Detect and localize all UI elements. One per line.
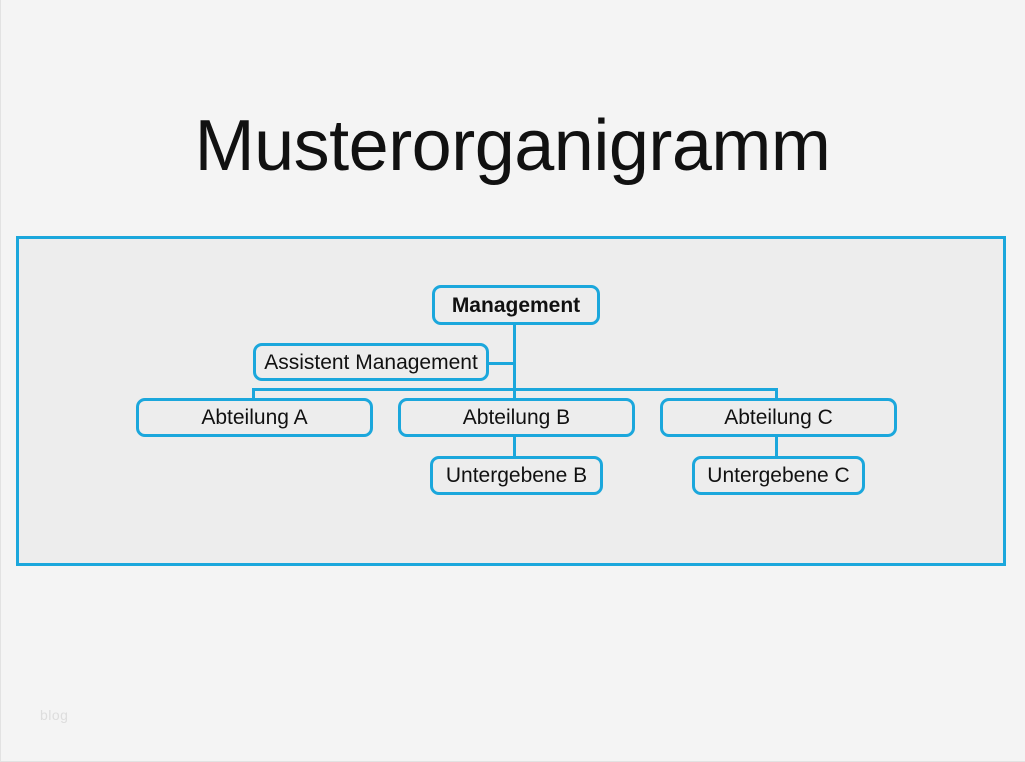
connector-bus-to-abteilung-a [252,388,255,404]
org-node-untergebene-b[interactable]: Untergebene B [430,456,603,495]
connector-abteilung-b-to-untergebene-b [513,437,516,460]
connector-management-trunk [513,325,516,391]
connector-assistent-stub [486,362,516,365]
org-chart-canvas: Management Assistent Management Abteilun… [19,239,1003,563]
org-node-untergebene-c[interactable]: Untergebene C [692,456,865,495]
org-node-label: Abteilung C [724,406,833,429]
org-node-label: Assistent Management [264,350,478,374]
page-edge-left [0,0,1,762]
connector-abteilung-c-to-untergebene-c [775,437,778,460]
org-node-abteilung-c[interactable]: Abteilung C [660,398,897,437]
org-node-label: Untergebene B [445,464,588,487]
org-node-label: Abteilung A [201,406,308,429]
org-node-management[interactable]: Management [432,285,600,325]
org-node-assistent-management[interactable]: Assistent Management [253,343,489,381]
connector-bus-to-abteilung-b [513,388,516,404]
org-node-abteilung-a[interactable]: Abteilung A [136,398,373,437]
org-node-abteilung-b[interactable]: Abteilung B [398,398,635,437]
watermark-text: blog [40,707,69,723]
org-node-label: Untergebene C [707,464,850,487]
org-chart-frame: Management Assistent Management Abteilun… [16,236,1006,566]
org-node-label: Management [451,293,581,317]
connector-bus-to-abteilung-c [775,388,778,404]
page-title: Musterorganigramm [194,106,831,187]
org-node-label: Abteilung B [462,406,571,429]
